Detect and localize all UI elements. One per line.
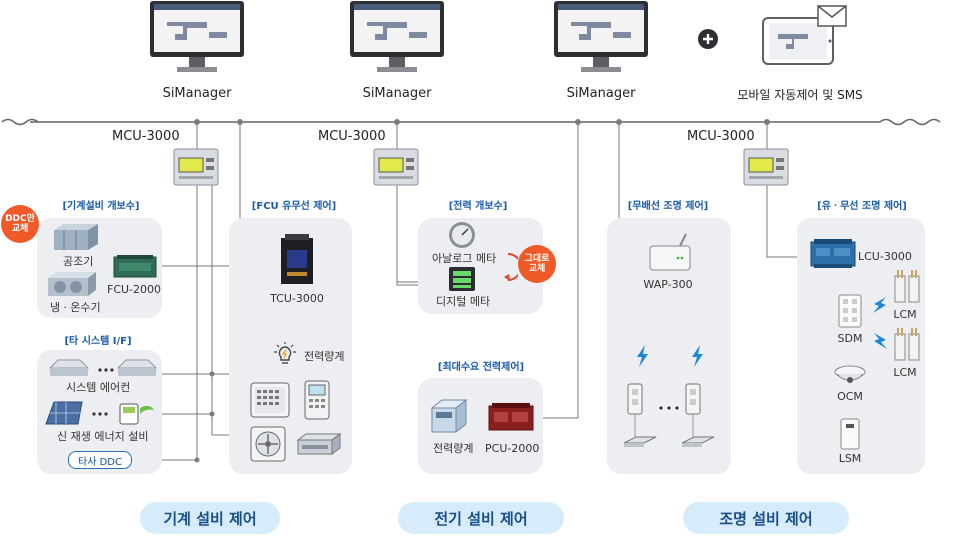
group-title-peak-demand: [최대수요 전력제어] [437, 362, 525, 373]
group-title-wireless-light: [무배선 조명 제어] [627, 201, 709, 212]
wap-icon [648, 232, 694, 278]
server-label: SiManager [362, 86, 432, 101]
light-fixture-icon [680, 383, 716, 457]
tablet-icon [762, 6, 848, 72]
lcu-icon [810, 238, 856, 274]
plus-icon [697, 28, 719, 54]
group-title-fcu-wired: [FCU 유무선 제어] [251, 201, 337, 212]
category-text: 전기 설비 제어 [434, 509, 528, 528]
label-digital-meter: 디지털 메타 [436, 295, 491, 308]
group-title-other-system: [타 시스템 I/F] [64, 336, 132, 347]
mcu-label: MCU-3000 [112, 129, 180, 144]
fcu-controller-icon [113, 254, 157, 282]
category-mechanical: 기계 설비 제어 [140, 502, 280, 534]
controller-icon [743, 148, 789, 190]
label-analog-meter: 아날로그 메타 [432, 252, 497, 265]
label-ahu: 공조기 [63, 255, 94, 268]
ocm-icon [834, 364, 866, 390]
label-sdm: SDM [837, 332, 863, 345]
pcu-icon [488, 402, 534, 436]
category-electrical: 전기 설비 제어 [398, 502, 564, 534]
power-meter-icon [430, 398, 468, 438]
badge-ddc-only: DDC만 교체 [1, 205, 39, 243]
group-title-power-retrofit: [전력 개보수] [448, 201, 508, 212]
label-power-meter-fcu: 전력량계 [304, 350, 345, 363]
fan-coil-icon [250, 426, 286, 466]
label-renewable: 신 재생 에너지 설비 [57, 430, 149, 443]
thermostat-icon [250, 382, 290, 422]
other-ddc-badge: 타사 DDC [68, 451, 132, 469]
label-pcu: PCU-2000 [485, 442, 540, 455]
light-fixture-icon [622, 383, 658, 457]
monitor-icon [149, 0, 245, 82]
label-lcm-2: LCM [893, 366, 917, 379]
lightning-icon [691, 345, 705, 371]
mobile-label: 모바일 자동제어 및 SMS [737, 88, 863, 102]
mcu-label: MCU-3000 [318, 129, 386, 144]
analog-meter-icon [448, 221, 476, 253]
badge-text: DDC만 교체 [5, 214, 35, 234]
sdm-icon [838, 294, 862, 332]
ellipsis-icon [658, 396, 680, 415]
lightning-icon [872, 332, 888, 354]
category-text: 기계 설비 제어 [163, 509, 257, 528]
ahu-icon [52, 222, 100, 256]
lightning-icon [872, 296, 888, 318]
solar-panel-icon [44, 398, 156, 430]
label-lcu: LCU-3000 [858, 250, 912, 263]
label-ocm: OCM [837, 390, 863, 403]
category-lighting: 조명 설비 제어 [683, 502, 849, 534]
label-chiller: 냉ㆍ온수기 [50, 301, 101, 314]
server-label: SiManager [566, 86, 636, 101]
lcm-icon [893, 326, 923, 366]
chiller-icon [46, 270, 106, 302]
controller-icon [373, 148, 419, 190]
label-power-meter-peak: 전력량계 [433, 442, 474, 455]
label-lcm-1: LCM [893, 308, 917, 321]
label-fcu: FCU-2000 [107, 283, 162, 296]
controller-icon [173, 148, 219, 190]
label-lsm: LSM [838, 452, 862, 465]
label-tcu: TCU-3000 [270, 292, 324, 305]
badge-text: 그대로 교체 [524, 254, 550, 274]
mcu-label: MCU-3000 [687, 129, 755, 144]
server-label: SiManager [162, 86, 232, 101]
tcu-icon [279, 234, 315, 290]
digital-meter-icon [448, 266, 476, 296]
lcm-icon [893, 268, 923, 308]
label-wap: WAP-300 [643, 278, 693, 291]
label-aircon: 시스템 에어컨 [66, 381, 131, 394]
badge-replace-as-is: 그대로 교체 [518, 245, 556, 283]
other-ddc-text: 타사 DDC [78, 456, 122, 468]
monitor-icon [349, 0, 445, 82]
remote-panel-icon [304, 380, 330, 424]
group-title-mech-retrofit: [기계설비 개보수] [62, 201, 140, 212]
category-text: 조명 설비 제어 [719, 509, 813, 528]
lsm-icon [840, 418, 860, 454]
aircon-icon [48, 358, 160, 384]
monitor-icon [553, 0, 649, 82]
lightning-icon [636, 345, 650, 371]
bulb-icon [272, 342, 298, 370]
replace-arrow-icon [490, 250, 522, 288]
group-title-light-control: [유ㆍ무선 조명 제어] [817, 201, 907, 212]
duct-unit-icon [296, 432, 342, 460]
envelope-icon [817, 5, 847, 31]
